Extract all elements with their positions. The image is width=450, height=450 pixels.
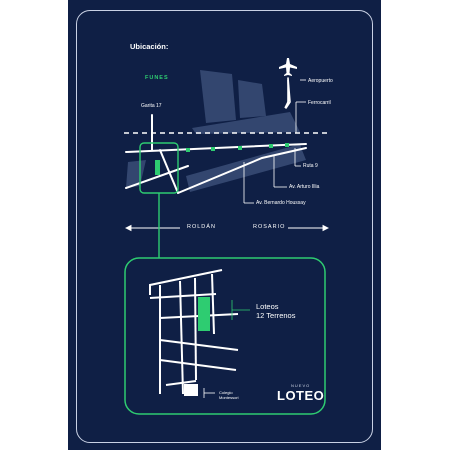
junction-dot [269,144,273,148]
colegio-line1: Colegio [219,390,233,395]
av-illia-road [177,147,307,194]
loteos-line2: 12 Terrenos [256,311,296,320]
roads [125,114,307,194]
inset-street [149,293,217,299]
page-title: Ubicación: [130,42,169,51]
colegio-line2: Montessori [219,395,239,400]
label-garita: Garita 17 [141,103,162,109]
brand-big: LOTEO [277,388,325,403]
junction-dot [211,147,215,151]
colegio-building [184,384,198,396]
label-houssay: Av. Bernardo Houssay [256,200,306,206]
page-frame [76,10,373,443]
label-colegio: Colegio Montessori [219,390,259,400]
city-block [192,112,300,134]
direction-arrows [124,224,330,232]
city-block [200,70,236,123]
brand-logo: NUEVO LOTEO [277,383,325,403]
loteo-block [198,297,210,331]
city-block [186,144,306,192]
inset-street [149,269,223,295]
label-ferrocarril: Ferrocarril [308,100,331,106]
ruta-9-road [125,143,307,153]
airplane-icon [279,58,297,76]
label-ruta9: Ruta 9 [303,163,318,169]
junction-dot [285,143,289,147]
lot-marker [155,160,160,175]
junction-dot [238,146,242,150]
inset-street [165,380,197,386]
inset-street [159,339,239,351]
city-block [126,160,146,188]
junction-dots [186,143,289,152]
airport-access [284,79,290,109]
houssay-road [159,149,179,194]
inset-street [179,280,184,395]
label-loteos: Loteos 12 Terrenos [256,302,316,320]
label-roldan: ROLDÁN [187,224,216,230]
inset-street [211,273,215,335]
label-illia: Av. Arturo Illia [289,184,320,190]
label-rosario: ROSARIO [253,224,286,230]
inset-streets [149,269,239,395]
inset-street [159,359,237,371]
brand-small: NUEVO [291,383,311,388]
loteos-line1: Loteos [256,302,279,311]
detail-inset [124,257,326,415]
city-blocks [126,70,306,192]
label-funes: FUNES [145,75,169,81]
loteos-leader [231,300,250,320]
label-aeropuerto: Aeropuerto [308,78,333,84]
city-block [238,80,266,118]
leader-lines [243,79,306,204]
junction-dot [186,148,190,152]
